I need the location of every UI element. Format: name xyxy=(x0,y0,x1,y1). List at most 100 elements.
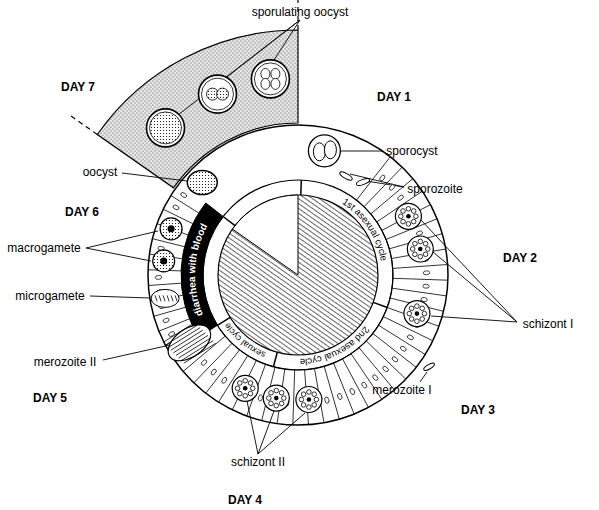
day-label: DAY 2 xyxy=(503,251,537,265)
merozoite xyxy=(423,362,436,372)
cycle-label-text: diarrhea with blood xyxy=(186,221,209,318)
cell-nucleus xyxy=(172,204,180,210)
merozoite-line xyxy=(184,343,216,363)
merozoite-dot xyxy=(401,209,406,214)
merozoite-dot xyxy=(269,391,274,396)
leader-line xyxy=(274,20,300,60)
stage-label: sporozoite xyxy=(407,182,462,196)
cell-nucleus xyxy=(397,194,404,201)
cell-nucleus xyxy=(391,356,399,363)
merozoite-dot xyxy=(406,207,411,212)
cycle-label: diarrhea with blood xyxy=(186,221,209,318)
stage-label: merozoite I xyxy=(372,383,431,397)
sporulating-oocyst xyxy=(199,75,237,113)
merozoite-dot xyxy=(409,317,414,322)
cell-nucleus xyxy=(423,284,430,288)
cell-nucleus xyxy=(210,368,217,376)
microgamete-mark xyxy=(155,295,157,301)
merozoite-dot xyxy=(423,252,428,257)
merozoite-dot xyxy=(399,214,404,219)
cell-wall xyxy=(154,307,186,316)
cell-nucleus xyxy=(361,381,368,389)
merozoite-dot xyxy=(420,317,425,322)
cell-wall xyxy=(219,356,248,403)
sporocyst xyxy=(313,143,325,161)
cycle-label: 2nd asexual cycle xyxy=(300,324,372,368)
ring-separator xyxy=(223,217,235,226)
cell-wall xyxy=(334,363,355,414)
merozoite-dot xyxy=(248,381,253,386)
merozoite-dot xyxy=(269,401,274,406)
cell-nucleus xyxy=(388,184,395,191)
merozoite-line xyxy=(166,325,198,345)
stage-label: microgamete xyxy=(15,289,84,303)
leader-line xyxy=(366,181,404,187)
merozoite-dot xyxy=(301,392,306,397)
outer-ring xyxy=(148,125,448,425)
merozoite-dot xyxy=(418,254,423,259)
white-wedge xyxy=(233,195,299,275)
merozoite-line xyxy=(168,328,200,348)
schizont xyxy=(395,203,421,229)
cell-wall xyxy=(364,167,402,207)
day-label: DAY 7 xyxy=(61,80,95,94)
leader-line xyxy=(420,372,427,382)
merozoite-dot xyxy=(415,304,420,309)
merozoite-line xyxy=(163,322,195,342)
stage-label: sporulating oocyst xyxy=(252,5,349,19)
macrogamete-nucleus xyxy=(160,257,167,264)
day-label: DAY 5 xyxy=(33,391,67,405)
cell-nucleus xyxy=(349,388,356,396)
merozoite-dot xyxy=(243,394,248,399)
schizont xyxy=(407,236,433,262)
hatched-disc xyxy=(218,195,378,355)
sporocyst xyxy=(271,68,280,79)
microgamete-mark xyxy=(171,295,173,301)
oocyst-wall xyxy=(254,63,286,95)
sporocyst xyxy=(271,78,280,89)
merozoite-dot xyxy=(411,209,416,214)
cell-nucleus xyxy=(180,192,188,199)
sporoblast xyxy=(217,88,229,100)
merozoite-dot xyxy=(422,311,427,316)
cell-wall xyxy=(371,179,413,214)
cell-wall xyxy=(357,157,391,200)
merozoite-dot xyxy=(314,397,319,402)
merozoite-dot xyxy=(413,252,418,257)
merozoite-dot xyxy=(418,247,423,252)
cell-nucleus xyxy=(168,331,176,338)
merozoite-dot xyxy=(238,381,243,386)
cycle-label-text: sexual cycle xyxy=(222,321,267,360)
cell-wall xyxy=(392,288,446,296)
day-label: DAY 6 xyxy=(65,205,99,219)
stage-label: sporocyst xyxy=(386,144,437,158)
microgamete-mark xyxy=(167,295,169,301)
leader-line xyxy=(341,151,383,152)
merozoite-dot xyxy=(420,306,425,311)
schizont xyxy=(296,387,322,413)
cell-nucleus xyxy=(416,230,423,236)
merozoite-dot xyxy=(406,222,411,227)
merozoite-line xyxy=(181,341,213,361)
cell-nucleus xyxy=(423,271,430,275)
stage-label: schizont II xyxy=(231,455,285,469)
merozoite-line xyxy=(173,333,205,353)
cell-wall xyxy=(373,334,416,368)
sporocyst xyxy=(261,78,270,89)
dashed-divider xyxy=(69,114,98,134)
merozoite-dot xyxy=(267,396,272,401)
merozoite-dot xyxy=(312,403,317,408)
merozoite-dot xyxy=(274,403,279,408)
merozoite-line xyxy=(171,330,203,350)
merozoite-dot xyxy=(407,311,412,316)
merozoite-dot xyxy=(418,239,423,244)
cell-nucleus xyxy=(407,334,415,340)
leader-line xyxy=(258,413,305,454)
microgamete-mark xyxy=(175,295,177,301)
cell-wall xyxy=(393,278,448,280)
leader-line xyxy=(247,401,258,454)
oocyst xyxy=(187,171,217,195)
merozoite-dot xyxy=(235,386,240,391)
merozoite-bundle xyxy=(162,318,217,368)
merozoite-dot xyxy=(414,214,419,219)
